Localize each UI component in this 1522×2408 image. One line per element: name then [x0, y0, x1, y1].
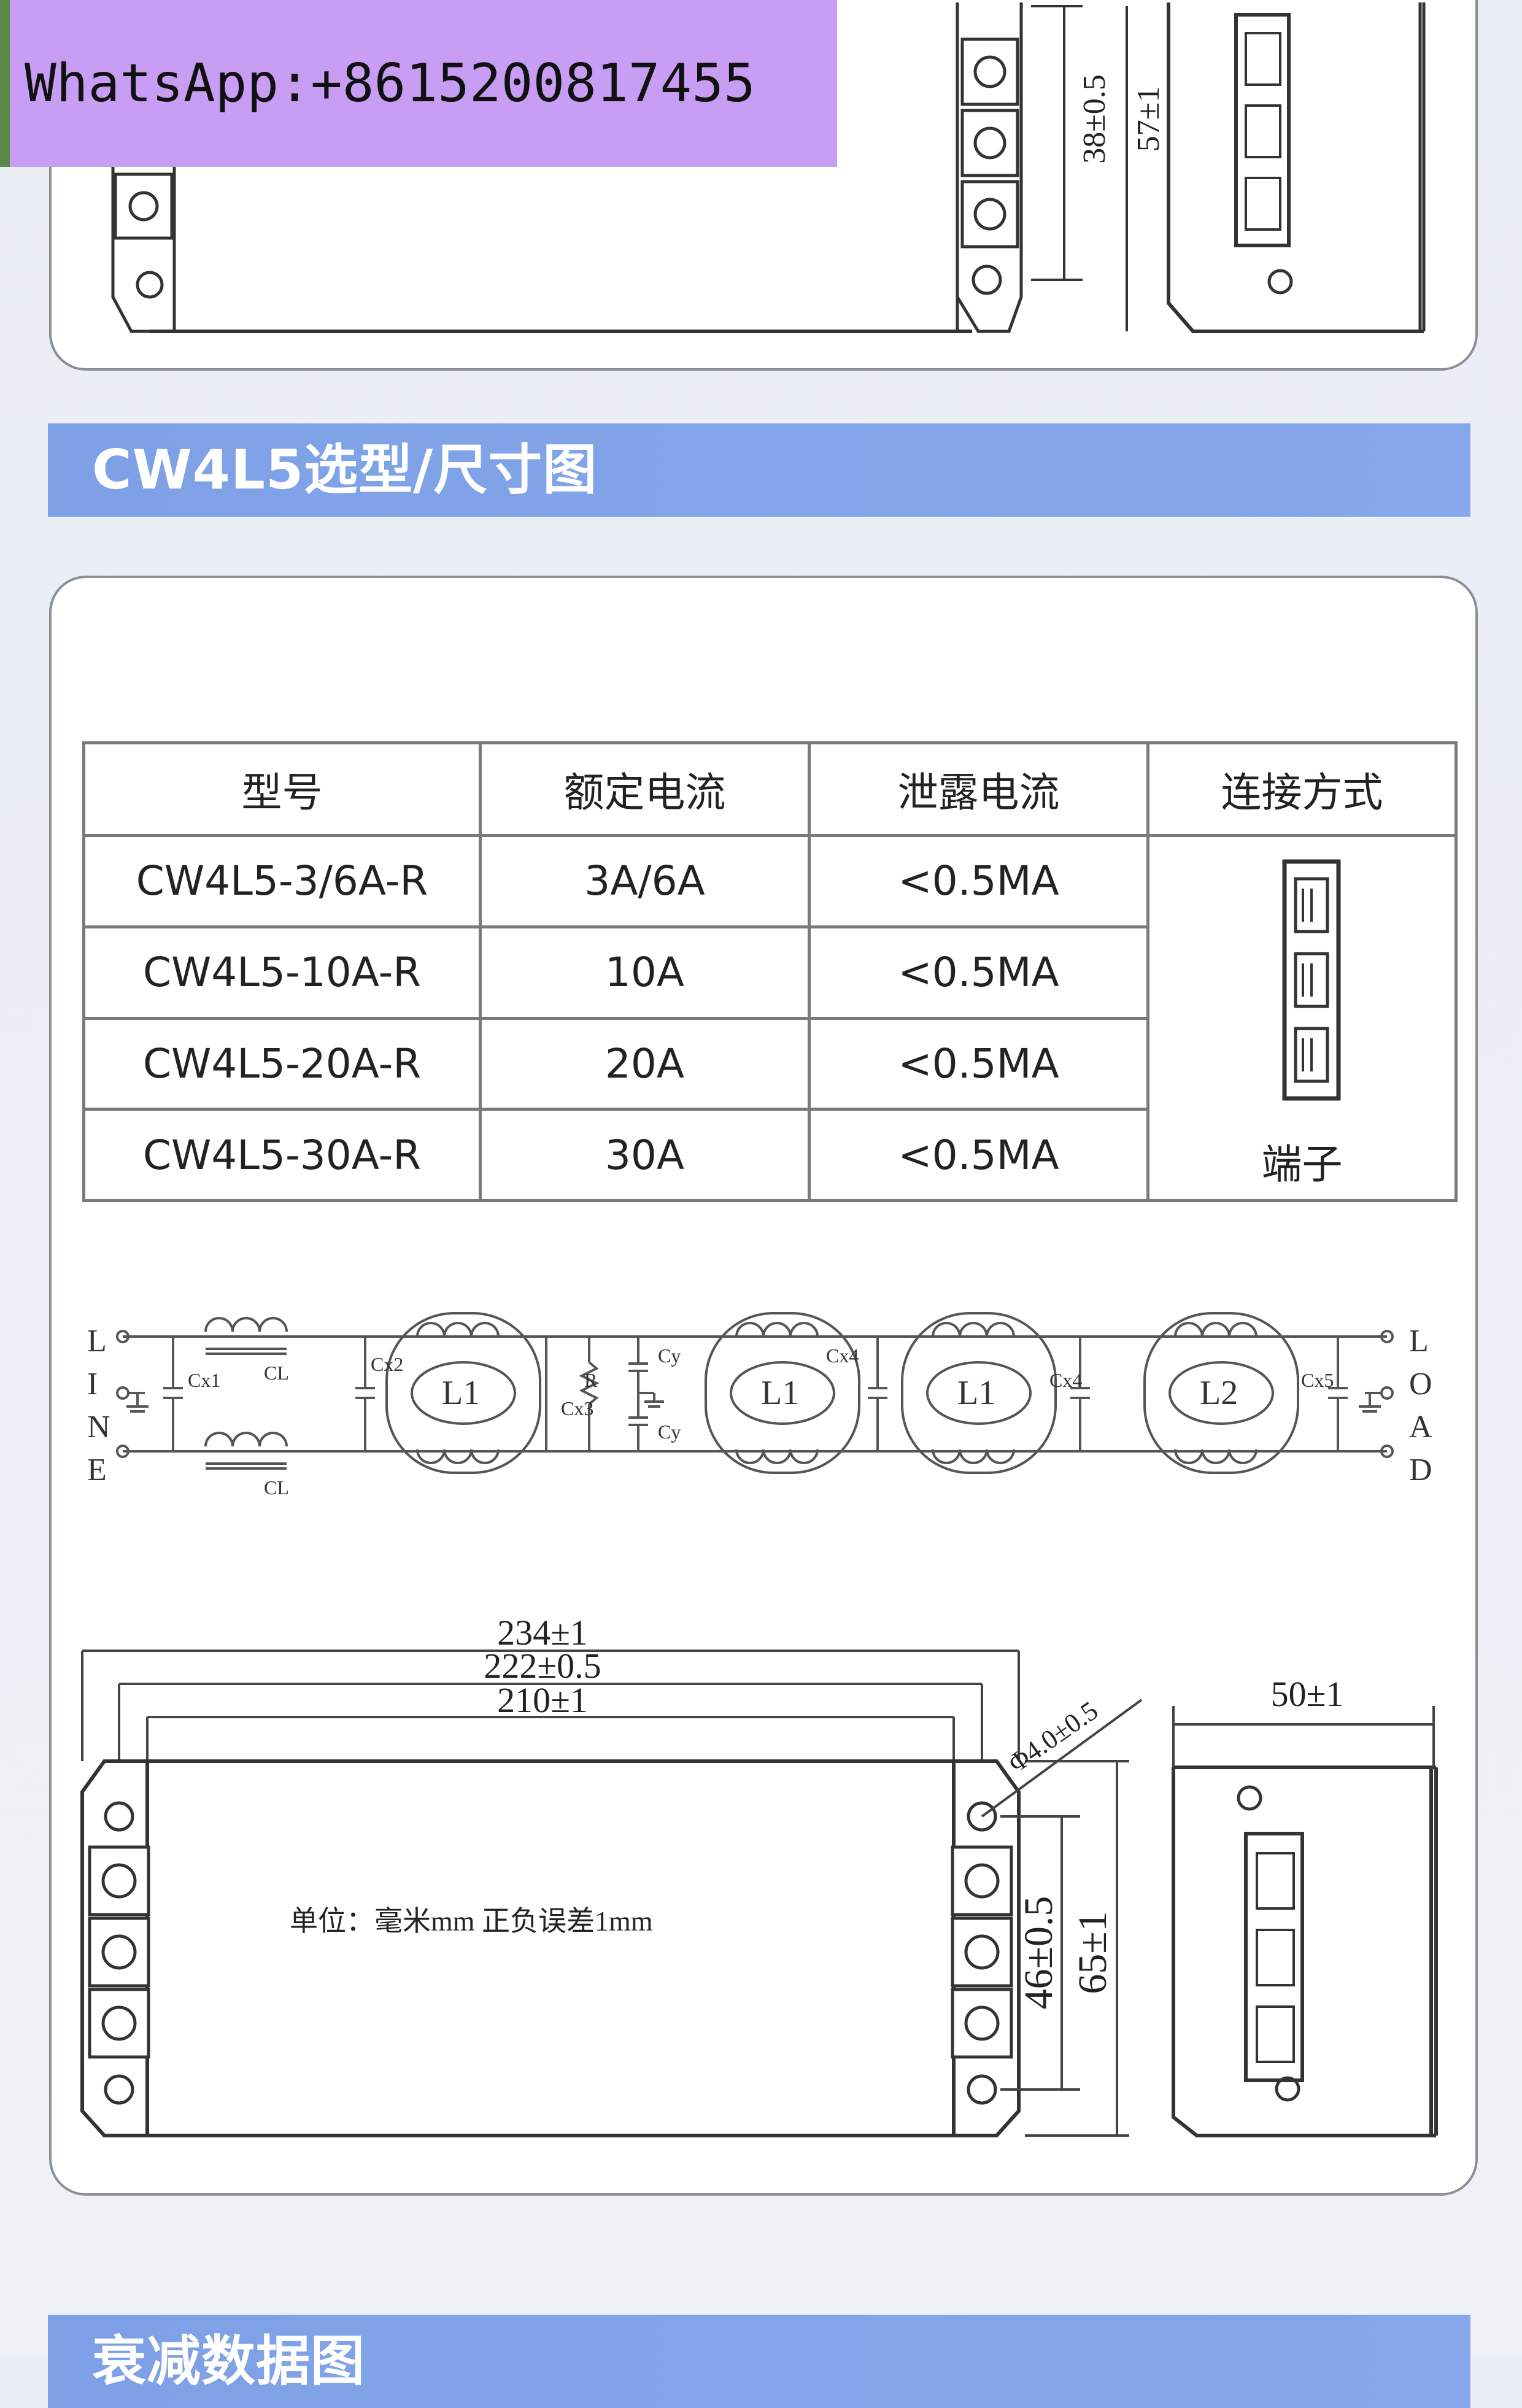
line-letter: L	[87, 1324, 107, 1359]
dim-inner-label: 38±0.5	[1077, 74, 1112, 164]
cell-leakage: <0.5MA	[808, 1108, 1149, 1202]
header-leakage-current: 泄露电流	[808, 741, 1149, 837]
connection-type-label: 端子	[1261, 1141, 1343, 1188]
unit-note: 单位：毫米mm 正负误差1mm	[290, 1905, 653, 1937]
line-letter: E	[87, 1453, 107, 1488]
component-label: R	[584, 1369, 598, 1391]
terminal-block-icon	[1244, 1832, 1304, 2082]
toroid-choke-icon	[705, 1312, 860, 1474]
filter-dimension-drawing: 234±1 222±0.5 210±1 50±1 46±0.5 65±1 Φ4.…	[80, 1613, 1438, 2137]
table-header-row: 型号 额定电流 泄露电流 连接方式	[82, 741, 1458, 837]
load-letter: D	[1409, 1453, 1432, 1488]
cell-leakage: <0.5MA	[808, 1016, 1149, 1111]
terminal-screw-icon	[88, 1801, 150, 2105]
component-label: Cx2	[371, 1353, 403, 1375]
line-letter: N	[87, 1410, 110, 1445]
terminal-block-icon	[1282, 859, 1341, 1101]
load-letter: L	[1409, 1324, 1429, 1359]
dim-width: 50±1	[1271, 1674, 1344, 1714]
cell-model: CW4L5-3/6A-R	[82, 834, 482, 928]
cell-leakage: <0.5MA	[808, 925, 1149, 1020]
component-label: Cx4	[1049, 1369, 1082, 1391]
dim-mount-length: 222±0.5	[484, 1646, 601, 1686]
watermark-contact: WhatsApp:+8615200817455	[0, 0, 837, 167]
component-label: CL	[264, 1362, 289, 1384]
table-row: CW4L5-20A-R 20A <0.5MA	[82, 1016, 1456, 1111]
component-label: Cx4	[826, 1345, 859, 1367]
dim-inner-height: 46±0.5	[1016, 1896, 1061, 2010]
toroid-choke-icon	[385, 1312, 541, 1474]
load-letter: A	[1409, 1410, 1432, 1445]
section-banner-title: 衰减数据图	[48, 2315, 1470, 2408]
component-label: CL	[264, 1476, 289, 1499]
component-label: L2	[1200, 1374, 1238, 1412]
cell-current: 20A	[479, 1016, 811, 1111]
component-label: Cy	[658, 1421, 681, 1443]
terminal-screw-icon	[951, 1801, 1013, 2105]
cell-connection: 端子	[1146, 834, 1458, 1202]
cell-current: 3A/6A	[479, 834, 811, 928]
terminal-screw-icon	[960, 37, 1019, 249]
dim-overall-length: 234±1	[497, 1613, 588, 1653]
header-connection: 连接方式	[1146, 741, 1458, 837]
table-row: CW4L5-30A-R 30A <0.5MA	[82, 1108, 1456, 1202]
toroid-choke-icon	[1143, 1312, 1299, 1474]
component-label: L1	[761, 1374, 799, 1412]
load-letter: O	[1409, 1367, 1432, 1402]
terminal-block-icon	[1234, 13, 1291, 247]
spec-table: 型号 额定电流 泄露电流 连接方式 CW4L5-3/6A-R 3A/6A <0.…	[82, 741, 1458, 1202]
component-label: Cy	[658, 1345, 681, 1367]
component-label: Cx5	[1301, 1369, 1334, 1391]
section-banner-title: CW4L5选型/尺寸图	[48, 423, 1470, 517]
header-model: 型号	[82, 741, 482, 837]
header-rated-current: 额定电流	[479, 741, 811, 837]
cell-model: CW4L5-30A-R	[82, 1108, 482, 1202]
cell-model: CW4L5-20A-R	[82, 1016, 482, 1111]
dim-body-length: 210±1	[497, 1680, 588, 1720]
cell-leakage: <0.5MA	[808, 834, 1149, 928]
table-row: CW4L5-3/6A-R 3A/6A <0.5MA 端子	[82, 834, 1458, 1202]
table-row: CW4L5-10A-R 10A <0.5MA	[82, 925, 1456, 1020]
filter-circuit-schematic: L I N E L O A D Cx1 CL CL Cx2 L1 R Cx3 C…	[87, 1312, 1432, 1499]
cell-current: 30A	[479, 1108, 811, 1202]
toroid-choke-icon	[901, 1312, 1057, 1474]
dim-outer-label: 57±1	[1131, 87, 1166, 152]
dim-outer-height: 65±1	[1070, 1911, 1115, 1994]
cell-current: 10A	[479, 925, 811, 1020]
component-label: L1	[442, 1374, 480, 1412]
component-label: L1	[957, 1374, 995, 1412]
cell-model: CW4L5-10A-R	[82, 925, 482, 1020]
component-label: Cx1	[188, 1369, 220, 1391]
line-letter: I	[87, 1367, 98, 1402]
component-label: Cx3	[561, 1397, 593, 1419]
